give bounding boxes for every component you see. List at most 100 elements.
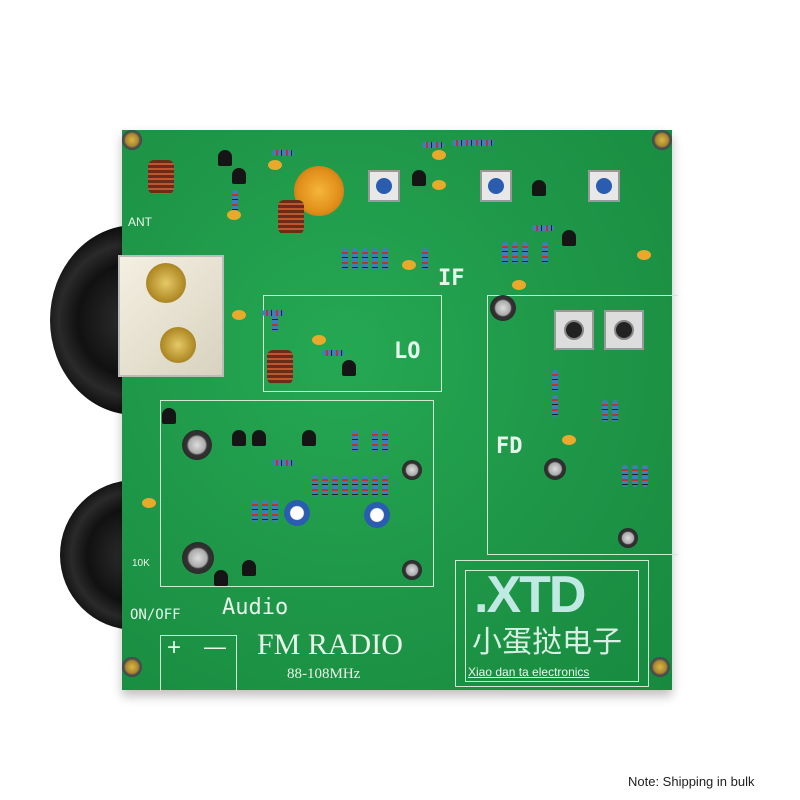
resistor — [422, 248, 428, 270]
ceramic-capacitor — [432, 180, 446, 190]
oscillator-coil — [267, 350, 293, 384]
product-title: FM RADIO — [257, 628, 403, 661]
resistor — [312, 475, 318, 497]
resistor — [542, 242, 548, 264]
resistor — [362, 475, 368, 497]
power-terminal-outline — [160, 635, 237, 691]
trimmer-potentiometer-1[interactable] — [284, 500, 310, 526]
transistor — [214, 570, 228, 586]
if-transformer-3[interactable] — [588, 170, 620, 202]
rf-coil — [278, 200, 304, 234]
resistor — [472, 140, 494, 146]
mount-screw — [122, 657, 142, 677]
shipping-note: Note: Shipping in bulk — [628, 774, 755, 789]
discriminator-coil-1[interactable] — [554, 310, 594, 350]
resistor — [272, 500, 278, 522]
fd-label: FD — [496, 434, 523, 459]
mount-screw — [650, 657, 670, 677]
logo-chinese-name: 小蛋挞电子 — [472, 625, 622, 660]
if-label: IF — [438, 266, 465, 291]
resistor — [602, 400, 608, 422]
resistor — [382, 248, 388, 270]
resistor — [632, 465, 638, 487]
mount-screw — [122, 130, 142, 150]
resistor — [352, 430, 358, 452]
antenna-coil — [148, 160, 174, 194]
pcb-board: ANT IF LO FD 10K ON/OFF Audio + — FM RAD… — [118, 130, 678, 691]
lo-section-outline — [263, 295, 442, 392]
ceramic-capacitor — [268, 160, 282, 170]
logo-inner-outline — [465, 570, 639, 682]
resistor — [512, 242, 518, 264]
resistor — [552, 395, 558, 417]
transistor — [232, 168, 246, 184]
ceramic-capacitor — [402, 260, 416, 270]
transistor — [532, 180, 546, 196]
logo-english-name: Xiao dan ta electronics — [468, 665, 590, 679]
resistor — [262, 310, 284, 316]
ceramic-capacitor — [232, 310, 246, 320]
plus-label: + — [167, 634, 182, 661]
lo-label: LO — [394, 339, 421, 364]
resistor — [502, 242, 508, 264]
trimmer-potentiometer-2[interactable] — [364, 502, 390, 528]
electrolytic-capacitor — [490, 295, 516, 321]
ceramic-capacitor — [512, 280, 526, 290]
resistor — [362, 248, 368, 270]
ceramic-capacitor — [562, 435, 576, 445]
resistor — [232, 190, 238, 212]
resistor — [452, 140, 474, 146]
electrolytic-capacitor — [544, 458, 566, 480]
resistor — [322, 350, 344, 356]
resistor — [322, 475, 328, 497]
transistor — [242, 560, 256, 576]
electrolytic-capacitor — [402, 560, 422, 580]
resistor — [382, 430, 388, 452]
frequency-band: 88-108MHz — [287, 666, 361, 682]
mount-screw — [652, 130, 672, 150]
ceramic-capacitor — [637, 250, 651, 260]
ceramic-capacitor — [312, 335, 326, 345]
resistor — [342, 475, 348, 497]
resistor — [612, 400, 618, 422]
electrolytic-capacitor — [182, 430, 212, 460]
transistor — [162, 408, 176, 424]
ceramic-capacitor — [142, 498, 156, 508]
resistor — [552, 370, 558, 392]
resistor — [352, 248, 358, 270]
transistor — [412, 170, 426, 186]
resistor — [642, 465, 648, 487]
audio-section-outline — [160, 400, 434, 587]
transistor — [562, 230, 576, 246]
resistor — [372, 475, 378, 497]
volume-label: 10K — [132, 558, 150, 569]
xtd-logo: .XTD — [474, 566, 586, 624]
tuning-knob-top — [146, 263, 186, 303]
resistor — [332, 475, 338, 497]
resistor — [352, 475, 358, 497]
resistor — [532, 225, 554, 231]
transistor — [252, 430, 266, 446]
logo-outline — [455, 560, 649, 687]
electrolytic-capacitor — [182, 542, 214, 574]
tuning-capacitor[interactable] — [118, 255, 224, 377]
resistor — [422, 142, 444, 148]
electrolytic-capacitor — [402, 460, 422, 480]
minus-label: — — [204, 634, 226, 659]
transistor — [342, 360, 356, 376]
ceramic-capacitor — [227, 210, 241, 220]
resistor — [622, 465, 628, 487]
resistor — [372, 248, 378, 270]
audio-label: Audio — [222, 595, 289, 620]
ceramic-capacitor — [432, 150, 446, 160]
resistor — [262, 500, 268, 522]
if-transformer-1[interactable] — [368, 170, 400, 202]
transistor — [302, 430, 316, 446]
resistor — [272, 460, 294, 466]
ant-label: ANT — [128, 215, 152, 229]
fd-section-outline — [487, 295, 678, 555]
discriminator-coil-2[interactable] — [604, 310, 644, 350]
resistor — [272, 150, 294, 156]
electrolytic-capacitor — [618, 528, 638, 548]
if-transformer-2[interactable] — [480, 170, 512, 202]
